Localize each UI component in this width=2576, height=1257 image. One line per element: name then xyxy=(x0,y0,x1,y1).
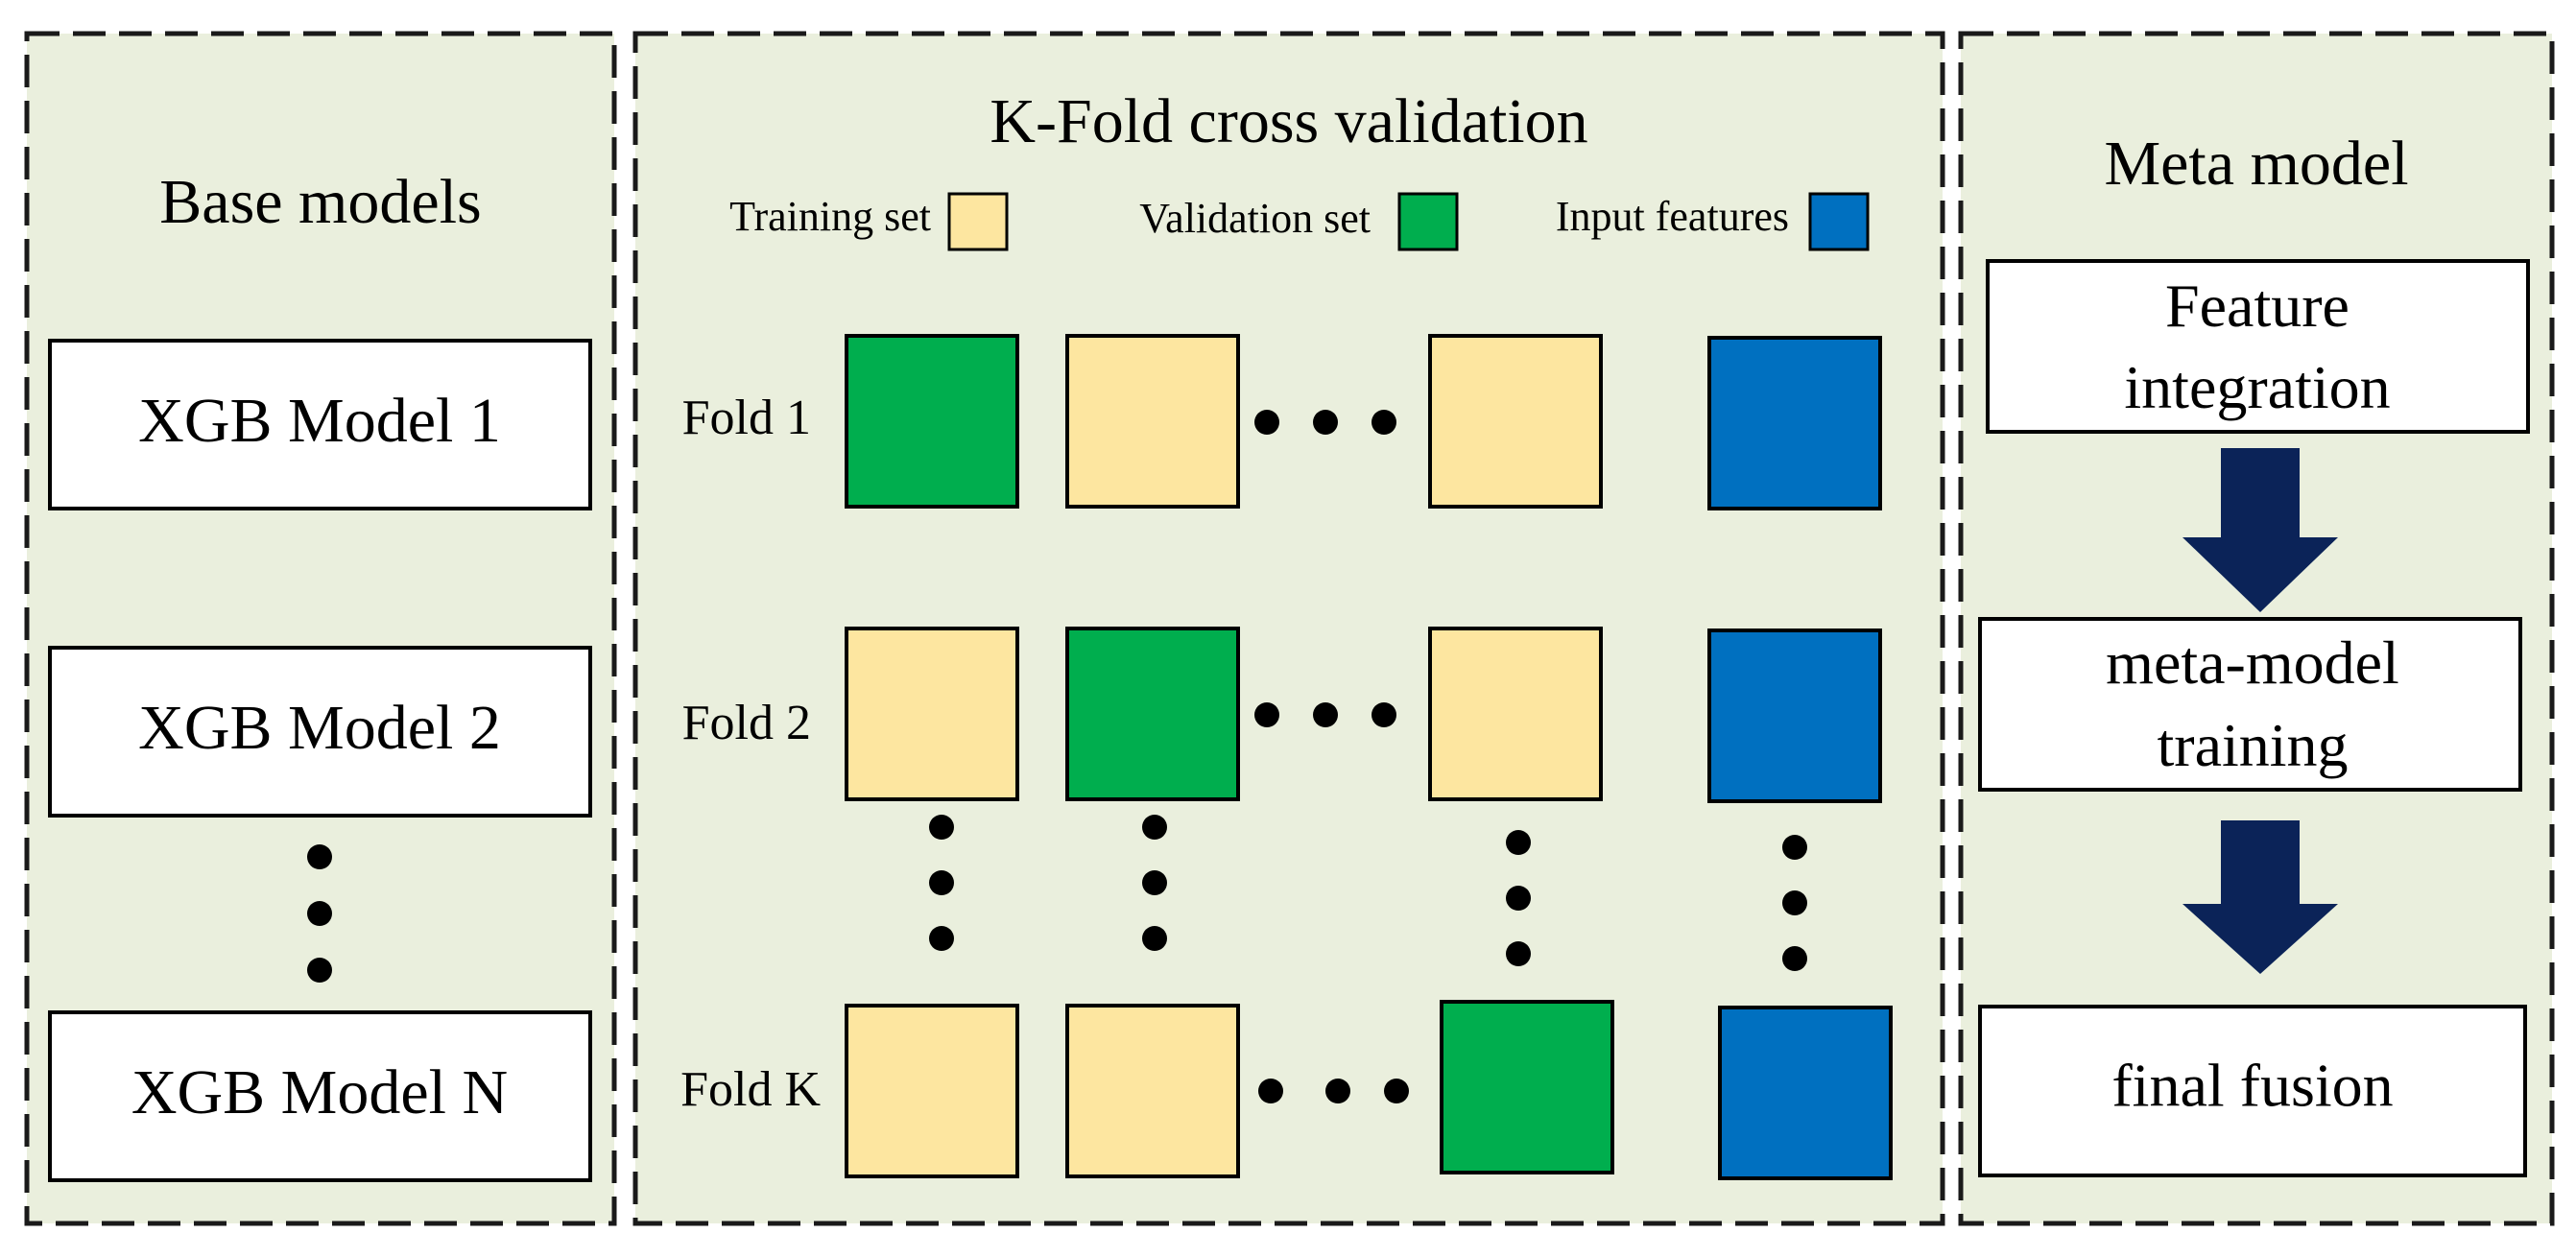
fold-1-ellipsis xyxy=(1254,410,1396,435)
fold-1-cell-1 xyxy=(845,334,1019,509)
meta-model-training-line2: training xyxy=(2157,711,2348,779)
fold-k-label: Fold K xyxy=(680,1062,821,1117)
final-fusion-box xyxy=(1978,1005,2527,1177)
base-models-ellipsis xyxy=(307,844,332,983)
feature-integration-box xyxy=(1986,259,2530,434)
legend-input-label: Input features xyxy=(1556,193,1789,240)
xgb-model-n-box xyxy=(48,1010,592,1182)
fold-1-cell-2 xyxy=(1065,334,1240,509)
fold-k-cell-input xyxy=(1718,1006,1893,1180)
xgb-model-n-label: XGB Model N xyxy=(131,1057,508,1127)
down-arrow-icon xyxy=(2182,820,2338,974)
legend-training-label: Training set xyxy=(729,193,931,240)
fold-k-ellipsis xyxy=(1258,1079,1409,1103)
xgb-model-1-box xyxy=(48,339,592,510)
folds-vertical-ellipsis xyxy=(929,815,1807,971)
legend-validation-label: Validation set xyxy=(1139,195,1371,242)
meta-model-training-line1: meta-model xyxy=(2106,628,2399,697)
fold-2-cell-3 xyxy=(1428,627,1603,801)
fold-1-label: Fold 1 xyxy=(682,391,811,445)
kfold-title: K-Fold cross validation xyxy=(990,86,1587,156)
base-models-title: Base models xyxy=(159,167,481,237)
meta-model-title: Meta model xyxy=(2104,129,2408,199)
xgb-model-1-label: XGB Model 1 xyxy=(138,386,501,456)
fold-2-cell-input xyxy=(1707,628,1882,803)
down-arrow-icon xyxy=(2182,448,2338,612)
fold-k-cell-2 xyxy=(1065,1004,1240,1178)
feature-integration-line2: integration xyxy=(2124,353,2390,421)
legend-validation-swatch xyxy=(1397,192,1459,251)
feature-integration-line1: Feature xyxy=(2165,272,2349,340)
fold-k-cell-1 xyxy=(845,1004,1019,1178)
fold-1-cell-3 xyxy=(1428,334,1603,509)
fold-2-ellipsis xyxy=(1254,702,1396,727)
fold-2-label: Fold 2 xyxy=(682,696,811,750)
fold-1-cell-input xyxy=(1707,336,1882,510)
xgb-model-2-label: XGB Model 2 xyxy=(138,693,501,763)
legend-input-swatch xyxy=(1808,192,1870,251)
fold-k-cell-3 xyxy=(1440,1000,1614,1174)
fold-2-cell-1 xyxy=(845,627,1019,801)
legend-training-swatch xyxy=(947,192,1009,251)
meta-model-training-box xyxy=(1978,617,2522,792)
fold-2-cell-2 xyxy=(1065,627,1240,801)
xgb-model-2-box xyxy=(48,646,592,818)
final-fusion-label: final fusion xyxy=(2111,1052,2393,1120)
